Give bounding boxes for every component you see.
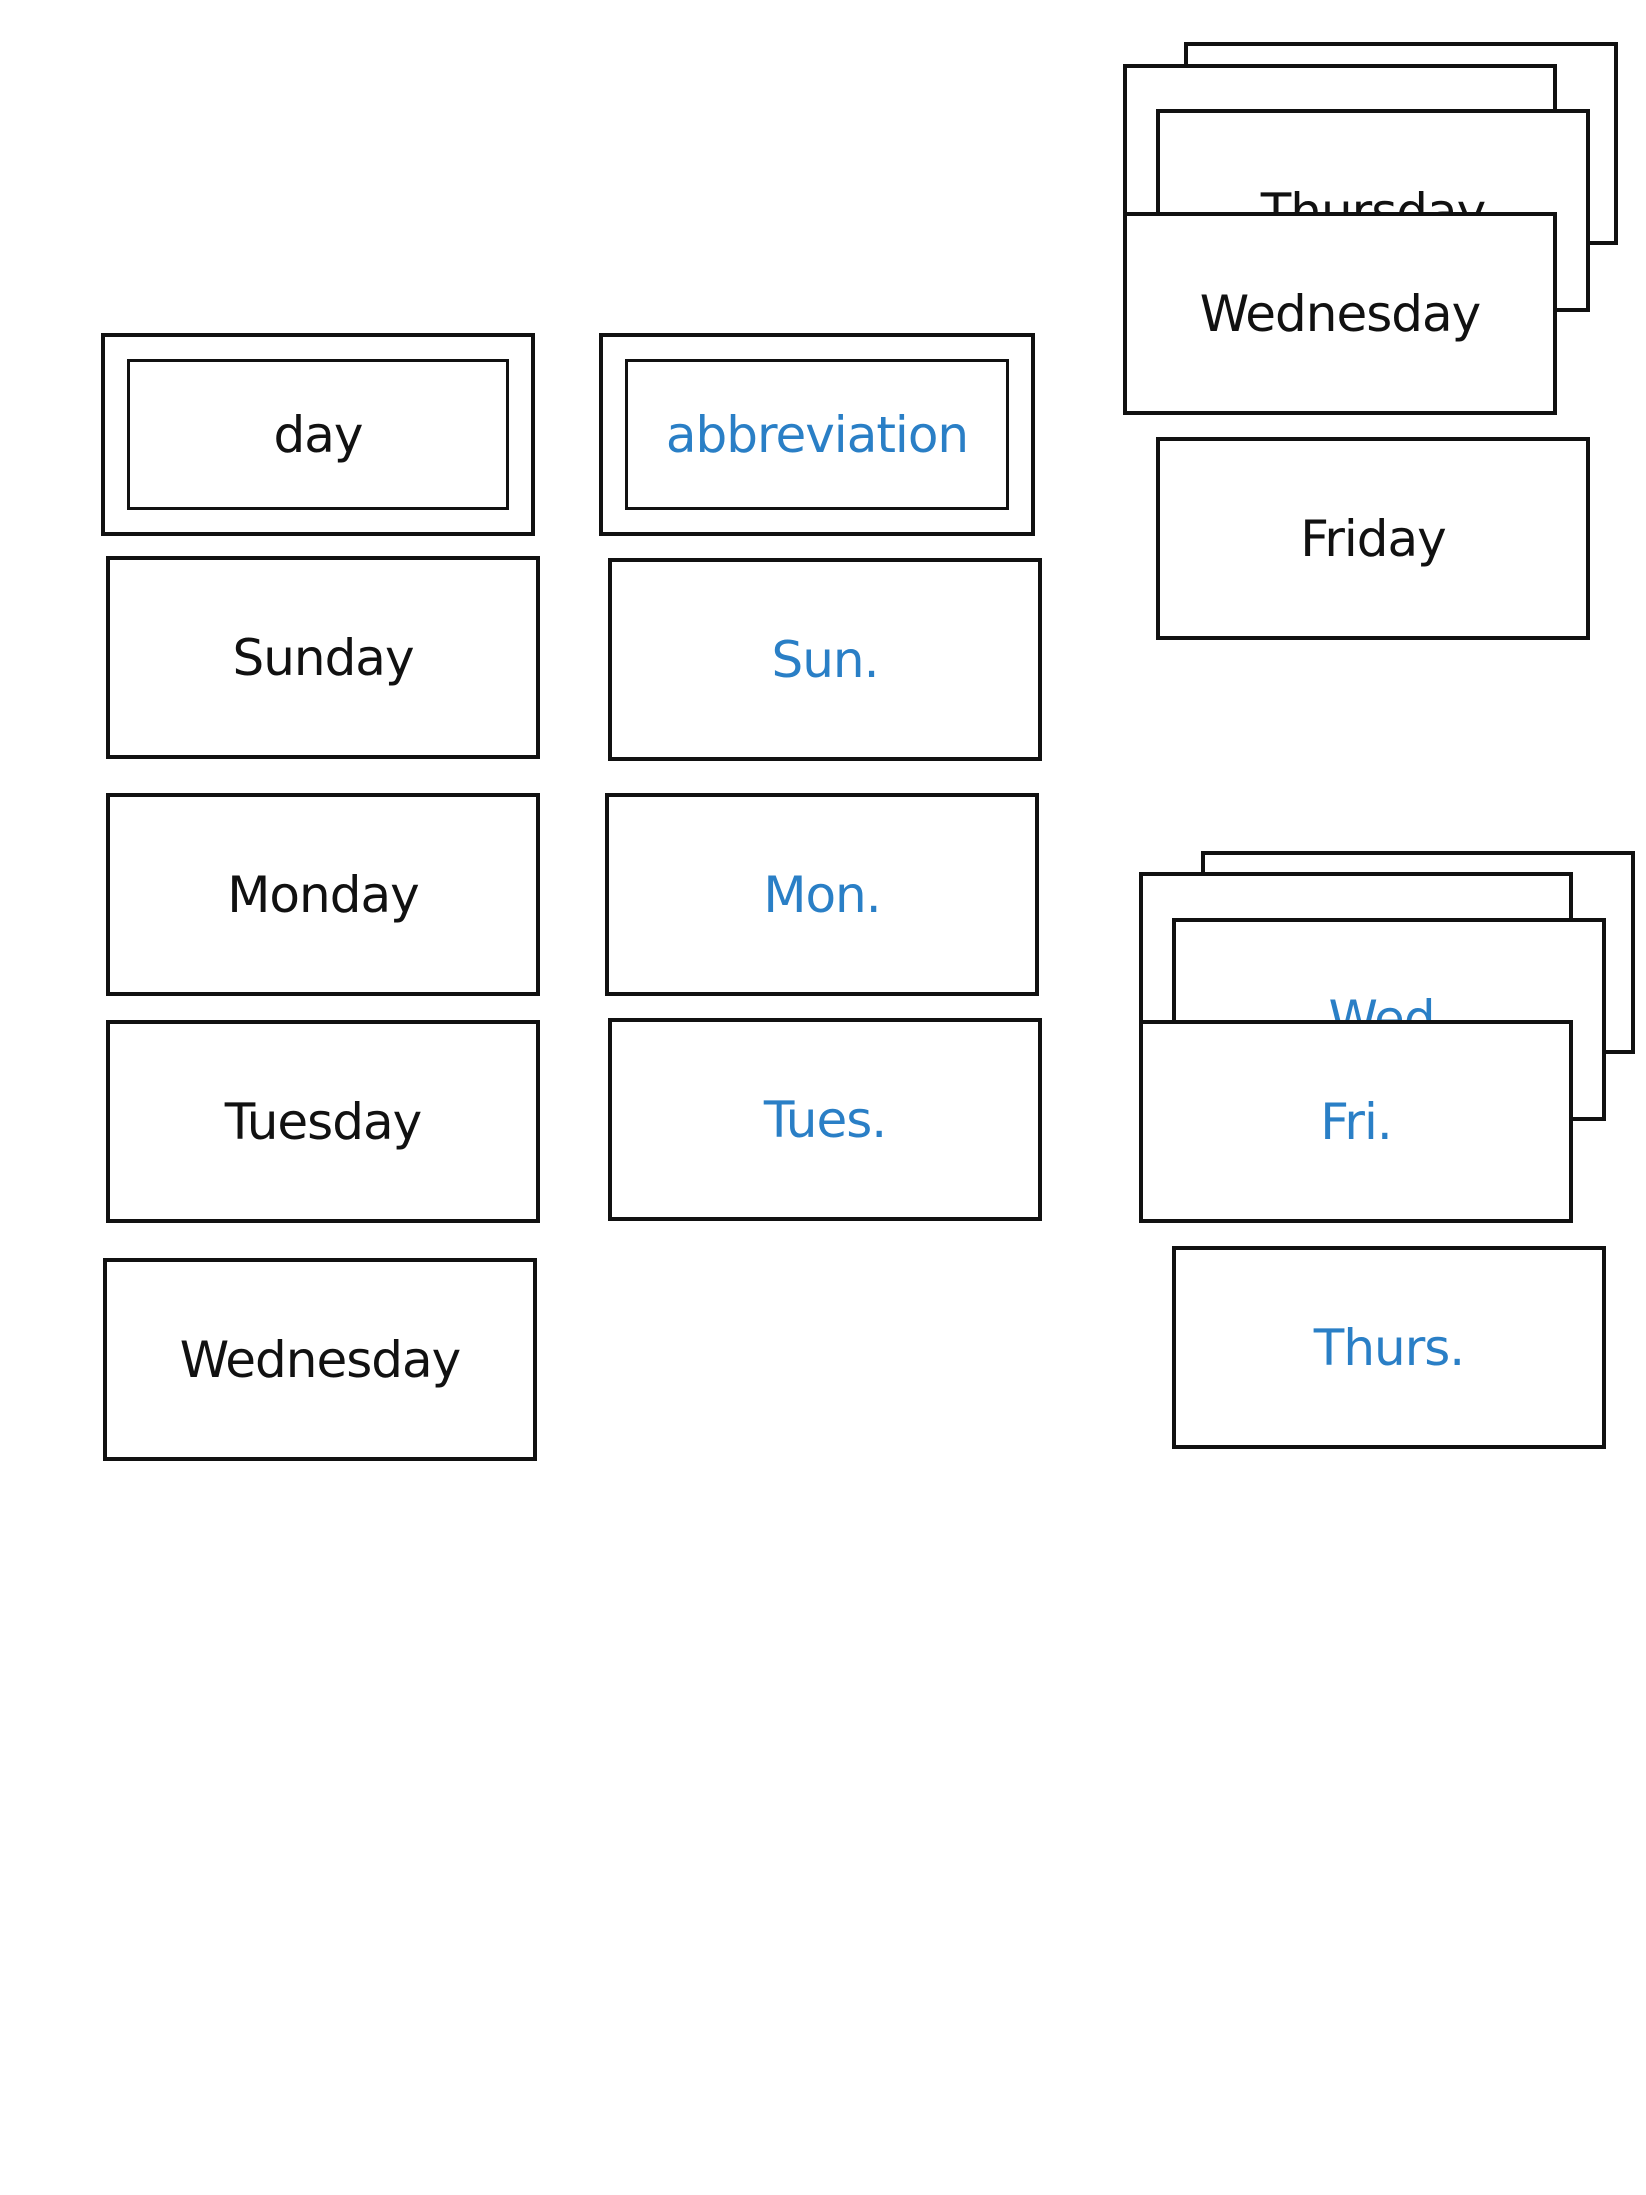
day-card-monday[interactable]: Monday [106,793,540,996]
day-header-label: day [273,405,364,464]
abbreviation-card-label: Thurs. [1313,1318,1465,1377]
abbreviation-stack-card-label: Fri. [1320,1092,1392,1151]
day-header-card: day [101,333,535,536]
abbreviation-stack-card-fri[interactable]: Fri. [1139,1020,1573,1223]
day-card-sunday[interactable]: Sunday [106,556,540,759]
abbreviation-card-sun[interactable]: Sun. [608,558,1042,761]
abbreviation-card-label: Mon. [763,865,881,924]
day-card-tuesday[interactable]: Tuesday [106,1020,540,1223]
day-stack-card-label: Wednesday [1199,284,1481,343]
abbreviation-header-card: abbreviation [599,333,1035,536]
day-header-inner-frame: day [127,359,509,510]
day-card-label: Friday [1300,509,1447,568]
day-card-label: Tuesday [224,1092,422,1151]
abbreviation-card-thurs[interactable]: Thurs. [1172,1246,1606,1449]
abbreviation-card-label: Sun. [771,630,879,689]
day-card-label: Wednesday [179,1330,461,1389]
day-card-label: Sunday [232,628,414,687]
day-card-label: Monday [227,865,419,924]
day-stack-card-wednesday[interactable]: Wednesday [1123,212,1557,415]
abbreviation-header-inner-frame: abbreviation [625,359,1009,510]
abbreviation-header-label: abbreviation [665,405,969,464]
abbreviation-card-mon[interactable]: Mon. [605,793,1039,996]
abbreviation-card-label: Tues. [763,1090,887,1149]
abbreviation-card-tues[interactable]: Tues. [608,1018,1042,1221]
day-card-wednesday[interactable]: Wednesday [103,1258,537,1461]
day-card-friday[interactable]: Friday [1156,437,1590,640]
